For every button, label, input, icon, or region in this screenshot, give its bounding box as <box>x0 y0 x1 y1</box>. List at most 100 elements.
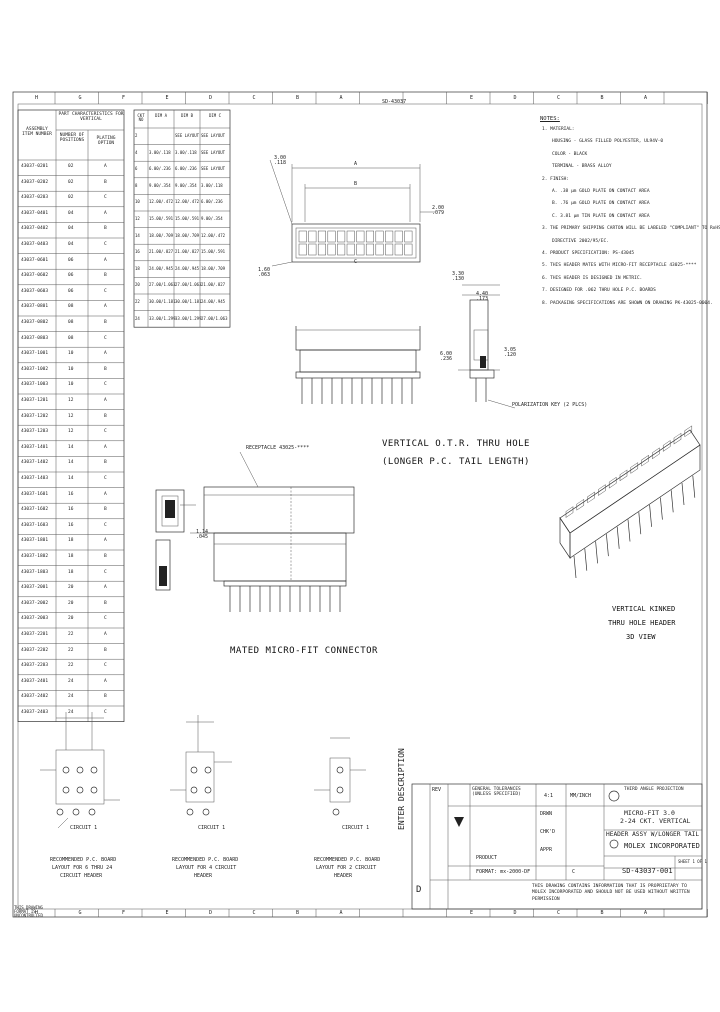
zone-label-bottom: E <box>470 910 474 916</box>
dims-cell: 8 <box>135 182 138 188</box>
table-cell-plating: C <box>104 242 107 247</box>
tb-format: FORMAT: mx-2000-DF <box>476 869 531 875</box>
front-view <box>295 326 421 404</box>
terminal-cavity <box>337 243 346 256</box>
zone-label-bottom: A <box>644 910 648 916</box>
table-cell-item: 43037-2003 <box>21 616 49 622</box>
dim-4: 3.30 .130 <box>452 271 465 282</box>
zone-label-bottom: G <box>78 910 82 916</box>
table-cell-item: 43037-2403 <box>21 710 49 715</box>
top-view <box>269 159 435 267</box>
note-line: 3. THE PRIMARY SHIPPING CARTON WILL BE L… <box>542 226 720 232</box>
zone-label-bottom: B <box>600 910 604 916</box>
table-cell-item: 43037-2401 <box>21 678 49 684</box>
table-cell-plating: B <box>104 460 107 466</box>
dims-cell: 30.00/1.181 <box>175 299 202 304</box>
view-title-iso-3: 3D VIEW <box>626 633 656 641</box>
iso-pin <box>606 534 609 557</box>
iso-pin <box>670 490 674 513</box>
dims-cell: 2 <box>135 133 138 138</box>
zone-label-top: G <box>78 95 82 101</box>
dims-cell: 3.00/.118 <box>175 149 197 155</box>
zone-label-top: E <box>165 95 169 101</box>
note-line: TERMINAL - BRASS ALLOY <box>552 164 612 170</box>
table-cell-item: 43037-2201 <box>21 632 49 637</box>
table-cell-plating: C <box>104 663 107 669</box>
dims-cell: 4 <box>135 149 138 155</box>
table-cell-positions: 16 <box>68 522 74 528</box>
table-cell-plating: C <box>104 429 107 435</box>
dims-header-cell: DIM B <box>180 113 194 118</box>
table-cell-plating: C <box>104 522 107 528</box>
table-cell-positions: 14 <box>68 460 74 466</box>
iso-cavity <box>576 498 585 511</box>
terminal-cavity <box>298 243 307 256</box>
iso-cavity <box>684 425 693 438</box>
tb-units: MM/INCH <box>570 793 592 799</box>
iso-pin <box>681 482 685 506</box>
table-cell-plating: B <box>104 647 107 653</box>
zone-label-top: E <box>470 95 474 101</box>
table-cell-plating: B <box>104 600 107 606</box>
table-cell-item: 43037-2402 <box>21 694 49 700</box>
table-cell-plating: B <box>104 694 107 700</box>
table-cell-plating: A <box>104 257 107 263</box>
dims-cell: 12 <box>135 216 140 221</box>
iso-pin <box>649 504 652 527</box>
dims-cell: 9.00/.354 <box>175 182 197 188</box>
iso-cavity <box>565 506 574 518</box>
table-cell-item: 43037-1001 <box>21 351 49 357</box>
table-cell-positions: 20 <box>68 585 74 591</box>
note-line: C. 3.81 µm TIN PLATE ON CONTACT AREA <box>552 213 650 219</box>
tb-drawn: DRWN <box>540 811 553 817</box>
zone-label-bottom: A <box>339 910 343 916</box>
dims-cell: 22 <box>135 299 140 304</box>
table-cell-item: 43037-0801 <box>21 304 49 310</box>
table-cell-positions: 04 <box>68 210 74 216</box>
table-cell-positions: 12 <box>68 413 74 419</box>
zone-label-bottom: H <box>35 910 39 916</box>
table-cell-positions: 22 <box>68 663 74 669</box>
table-cell-positions: 24 <box>68 710 74 715</box>
dims-cell: 10 <box>135 199 140 205</box>
table-cell-item: 43037-1402 <box>21 460 49 466</box>
zone-label-top: A <box>644 95 648 101</box>
iso-pin <box>573 555 577 579</box>
dim-b: B <box>354 181 358 187</box>
terminal-cavity <box>346 243 355 256</box>
mated-view <box>155 451 355 612</box>
note-line: 1. MATERIAL: <box>542 127 575 132</box>
layout-3-sub2: HEADER <box>334 873 353 879</box>
table-cell-plating: A <box>104 444 107 450</box>
terminal-cavity <box>317 243 326 256</box>
zone-label-top: F <box>122 95 126 101</box>
table-cell-item: 43037-1003 <box>21 382 49 388</box>
dims-cell: SEE LAYOUT <box>201 166 226 172</box>
dims-cell: 27.00/1.063 <box>175 282 202 288</box>
dims-cell: 27.00/1.063 <box>149 282 176 288</box>
table-cell-positions: 04 <box>68 242 74 247</box>
layout-2-circuit: CIRCUIT 1 <box>198 825 226 831</box>
table-cell-plating: C <box>104 288 107 294</box>
table-cell-positions: 06 <box>68 273 74 279</box>
table-cell-plating: A <box>104 538 107 544</box>
table-cell-positions: 20 <box>68 600 74 606</box>
iso-cavity <box>587 491 595 504</box>
layout-2-title: RECOMMENDED P.C. BOARD <box>172 857 239 863</box>
table-cell-item: 43037-1203 <box>21 429 49 435</box>
table-group-header: PART CHARACTERISTICS FOR VERTICAL <box>58 112 124 122</box>
dim-3: 1.60 .063 <box>258 267 271 278</box>
dim-a: A <box>354 161 358 167</box>
tb-scale: 4:1 <box>544 793 554 799</box>
zone-label-top: B <box>296 95 300 101</box>
table-cell-plating: B <box>104 413 107 419</box>
iso-cavity <box>619 469 628 482</box>
dims-cell: 33.00/1.299 <box>175 315 202 321</box>
terminal-cavity <box>317 230 326 243</box>
iso-cavity <box>662 440 671 452</box>
view-title-vertical: VERTICAL O.T.R. THRU HOLE <box>382 439 530 449</box>
layout-2-sub2: HEADER <box>194 873 213 879</box>
table-cell-plating: A <box>104 678 107 684</box>
terminal-cavity <box>404 230 413 243</box>
